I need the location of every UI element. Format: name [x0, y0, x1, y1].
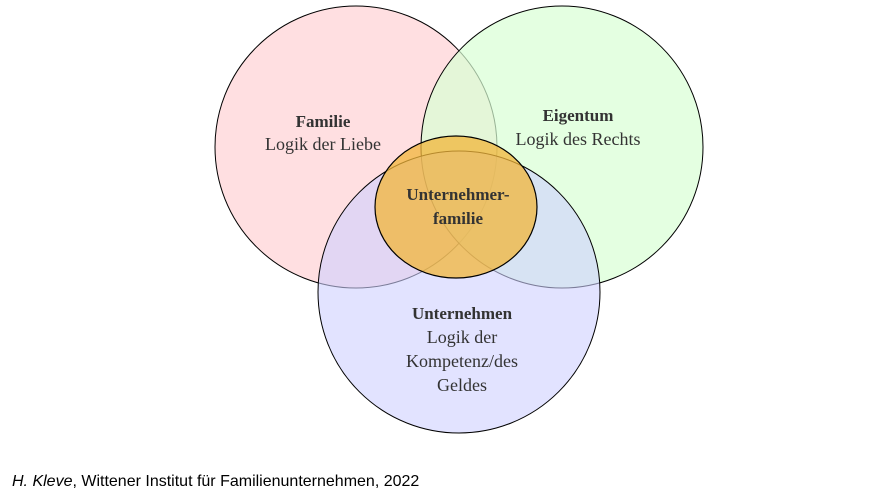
familie-logic: Logik der Liebe: [265, 134, 381, 154]
unternehmerfamilie-line-1: Unternehmer-: [406, 185, 510, 204]
familie-title: Familie: [296, 112, 351, 131]
unternehmerfamilie-circle: [374, 135, 538, 279]
eigentum-title: Eigentum: [543, 106, 614, 125]
source-credit: H. Kleve, Wittener Institut für Familien…: [12, 473, 419, 491]
unternehmen-logic-line-3: Geldes: [437, 375, 487, 395]
credit-rest: , Wittener Institut für Familienunterneh…: [72, 473, 420, 490]
eigentum-logic: Logik des Rechts: [516, 129, 641, 149]
unternehmerfamilie-line-2: familie: [433, 209, 483, 228]
unternehmen-logic-line-2: Kompetenz/des: [406, 351, 518, 371]
unternehmen-logic-line-1: Logik der: [427, 327, 497, 347]
unternehmen-title: Unternehmen: [412, 304, 513, 323]
credit-author: H. Kleve: [12, 473, 73, 490]
